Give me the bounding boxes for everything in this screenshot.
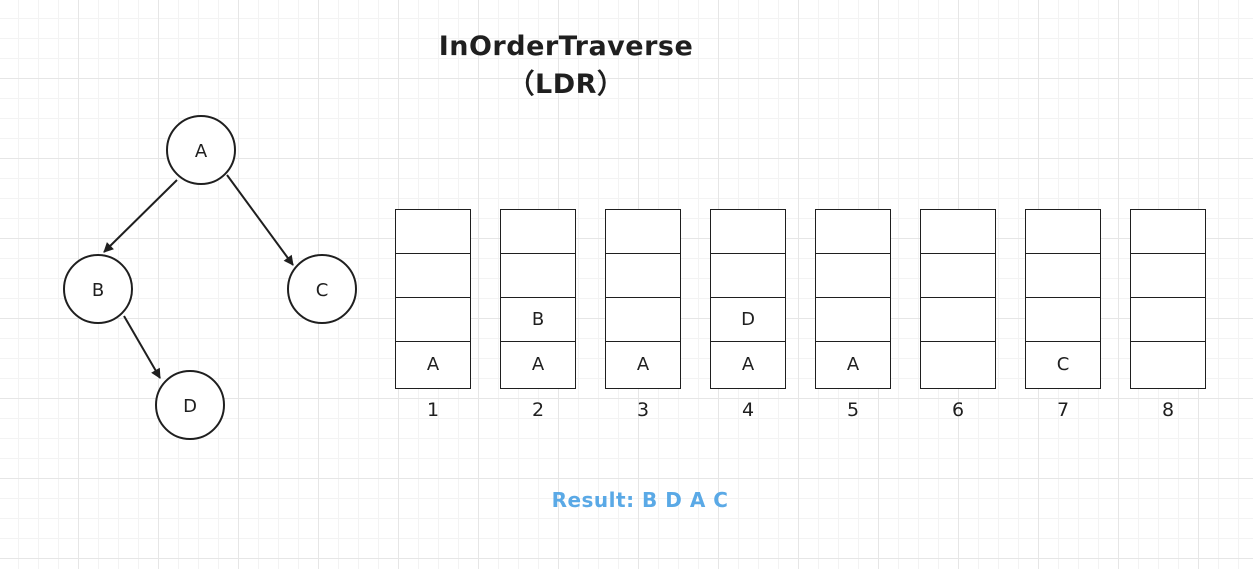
tree-node-c-label: C	[316, 280, 329, 301]
stack-cell	[606, 254, 680, 298]
edge-a-b	[103, 179, 178, 253]
stack-cell	[1026, 298, 1100, 342]
stack-cell	[606, 210, 680, 254]
step-number: 7	[1056, 399, 1070, 421]
diagram-subtitle: （LDR）	[507, 69, 625, 100]
diagram-title: InOrderTraverse	[438, 31, 694, 62]
stack-cell	[816, 254, 890, 298]
stack-box: A	[395, 209, 471, 389]
edge-a-c	[226, 174, 294, 266]
tree-node-c: C	[287, 254, 357, 324]
stack-cell	[501, 210, 575, 254]
stack-box: C	[1025, 209, 1101, 389]
stack-box: B A	[500, 209, 576, 389]
stack-cell	[396, 210, 470, 254]
stack-cell	[711, 254, 785, 298]
stack-cell	[921, 342, 995, 386]
stack-cell	[921, 298, 995, 342]
stack-cell	[396, 298, 470, 342]
stack-cell: A	[846, 353, 860, 375]
stack-step-5: A 5	[815, 209, 891, 421]
stack-cell	[1026, 210, 1100, 254]
traversal-result: Result: B D A C	[551, 488, 729, 512]
tree-node-a: A	[166, 115, 236, 185]
stack-cell	[711, 210, 785, 254]
stack-cell	[921, 210, 995, 254]
stack-cell: A	[531, 353, 545, 375]
stack-cell	[1131, 298, 1205, 342]
step-number: 4	[741, 399, 755, 421]
stack-step-2: B A 2	[500, 209, 576, 421]
step-number: 2	[531, 399, 545, 421]
stack-cell	[396, 254, 470, 298]
stack-cell: A	[636, 353, 650, 375]
stack-cell	[1131, 210, 1205, 254]
stack-cell: A	[426, 353, 440, 375]
stack-box	[1130, 209, 1206, 389]
stack-cell: D	[711, 298, 785, 342]
stack-step-3: A 3	[605, 209, 681, 421]
step-number: 5	[846, 399, 860, 421]
stack-cell	[921, 254, 995, 298]
stack-cell: C	[1056, 353, 1070, 375]
stack-cell	[816, 210, 890, 254]
stack-cell	[816, 298, 890, 342]
tree-node-b-label: B	[92, 280, 104, 301]
stack-cell	[1131, 254, 1205, 298]
stack-box: A	[605, 209, 681, 389]
tree-node-d: D	[155, 370, 225, 440]
stack-cell	[1026, 254, 1100, 298]
stack-cell	[501, 254, 575, 298]
stack-step-7: C 7	[1025, 209, 1101, 421]
tree-node-a-label: A	[195, 141, 208, 162]
tree-node-d-label: D	[183, 396, 197, 417]
step-number: 1	[426, 399, 440, 421]
stack-step-4: D A 4	[710, 209, 786, 421]
edge-b-d	[123, 315, 161, 379]
stack-cell	[606, 298, 680, 342]
stack-cell: B	[501, 298, 575, 342]
step-number: 6	[951, 399, 965, 421]
stack-step-8: 8	[1130, 209, 1206, 421]
step-number: 8	[1161, 399, 1175, 421]
step-number: 3	[636, 399, 650, 421]
tree-node-b: B	[63, 254, 133, 324]
stack-box: D A	[710, 209, 786, 389]
stack-box	[920, 209, 996, 389]
stack-box: A	[815, 209, 891, 389]
stack-step-1: A 1	[395, 209, 471, 421]
stack-cell: A	[741, 353, 755, 375]
stack-cell	[1131, 342, 1205, 386]
stack-step-6: 6	[920, 209, 996, 421]
